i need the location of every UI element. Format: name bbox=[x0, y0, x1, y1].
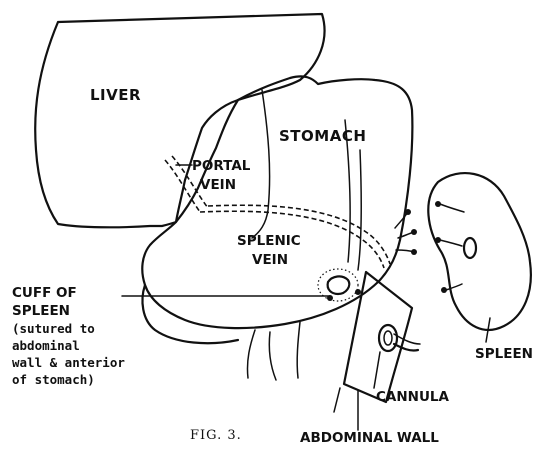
label-cuff-note: (sutured to abdominal wall & anterior of… bbox=[12, 321, 132, 387]
cannula-body bbox=[379, 325, 397, 351]
label-liver: LIVER bbox=[90, 86, 141, 104]
label-abdominal-wall: ABDOMINAL WALL bbox=[300, 430, 439, 445]
ligature-2 bbox=[411, 229, 417, 235]
spleen-vessel-3 bbox=[446, 284, 462, 290]
spleen-ligature-2 bbox=[435, 237, 441, 243]
cannula-leader bbox=[374, 352, 380, 388]
liver-outline bbox=[35, 14, 324, 227]
cuff-suture-2 bbox=[355, 289, 361, 295]
cannula-opening bbox=[384, 331, 392, 345]
stomach-outline bbox=[142, 76, 412, 328]
omentum-line-2 bbox=[269, 332, 276, 380]
ligature-3 bbox=[411, 249, 417, 255]
duodenum-outline bbox=[142, 285, 238, 343]
spleen-vessel-1 bbox=[440, 204, 464, 212]
abdominal-wall-edge bbox=[334, 388, 340, 412]
spleen-ligature-3 bbox=[441, 287, 447, 293]
figure-caption: FIG. 3. bbox=[190, 428, 242, 443]
label-cuff-of-spleen: CUFF OF SPLEEN bbox=[12, 285, 81, 319]
label-splenic-vein: SPLENIC VEIN bbox=[237, 233, 305, 268]
label-cannula: CANNULA bbox=[376, 389, 450, 405]
label-spleen: SPLEEN bbox=[475, 346, 533, 362]
spleen-outline bbox=[428, 173, 531, 330]
cannula-tube bbox=[394, 344, 418, 351]
cuff-of-spleen bbox=[328, 276, 350, 294]
omentum-line bbox=[247, 330, 255, 378]
spleen-hilum bbox=[464, 238, 476, 258]
label-portal-vein: PORTAL VEIN bbox=[192, 158, 255, 193]
ligature-1 bbox=[405, 209, 411, 215]
spleen-ligature-1 bbox=[435, 201, 441, 207]
label-stomach: STOMACH bbox=[279, 127, 366, 145]
omentum-line-3 bbox=[297, 322, 300, 378]
stomach-fold bbox=[358, 150, 361, 270]
spleen-vessel-2 bbox=[440, 240, 462, 246]
